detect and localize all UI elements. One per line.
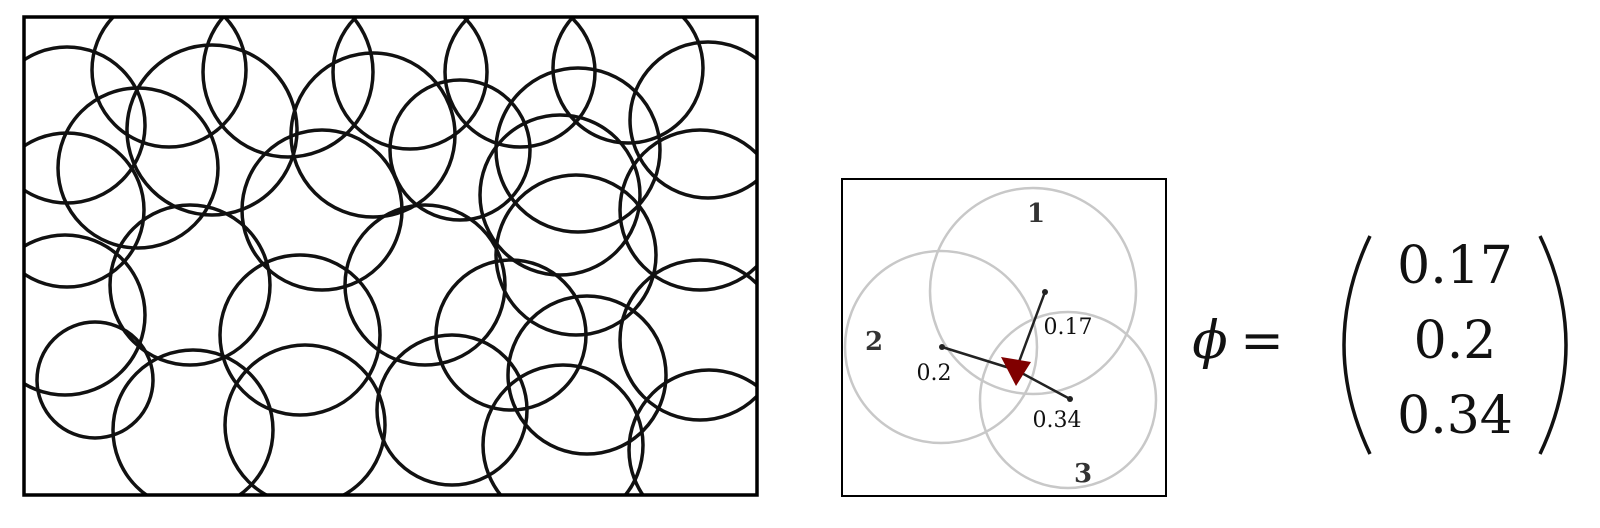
distance-label-2: 0.2 bbox=[917, 361, 952, 386]
distance-label-3: 0.34 bbox=[1033, 408, 1082, 433]
field-circle bbox=[375, 333, 529, 487]
field-circle bbox=[388, 78, 532, 222]
field-circle bbox=[551, 17, 705, 145]
distance-line-1 bbox=[1014, 291, 1047, 371]
field-circle bbox=[627, 368, 757, 495]
field-circle bbox=[343, 203, 507, 367]
vector-entry-1: 0.17 bbox=[1397, 236, 1513, 296]
field-circle bbox=[628, 40, 757, 200]
field-circle bbox=[481, 363, 645, 495]
distance-label-1: 0.17 bbox=[1044, 315, 1093, 340]
circle-field-panel bbox=[22, 15, 759, 497]
circle-center-2 bbox=[939, 344, 945, 350]
phi-symbol: ϕ bbox=[1192, 311, 1227, 371]
field-circle bbox=[218, 253, 382, 417]
zoom-panel: 1 2 3 0.17 0.2 0.34 bbox=[841, 178, 1167, 497]
field-circle bbox=[108, 203, 272, 367]
right-paren bbox=[1538, 235, 1568, 455]
field-circle bbox=[223, 343, 387, 495]
field-circle bbox=[125, 43, 299, 217]
field-circles bbox=[24, 17, 757, 495]
field-circle bbox=[494, 66, 662, 234]
equals-sign: = bbox=[1240, 311, 1284, 371]
field-circle bbox=[443, 17, 597, 149]
zoom-panel-border bbox=[841, 178, 1167, 497]
zoom-circle-2 bbox=[843, 249, 1039, 445]
circle-center-3 bbox=[1067, 396, 1073, 402]
circle-label-1: 1 bbox=[1027, 199, 1045, 229]
circle-center-1 bbox=[1042, 289, 1048, 295]
zoom-circle-1 bbox=[928, 186, 1138, 396]
agent-marker-icon bbox=[1001, 357, 1031, 386]
field-circle bbox=[494, 173, 658, 337]
vector-entry-2: 0.2 bbox=[1414, 311, 1497, 371]
field-circle bbox=[331, 17, 489, 151]
left-paren bbox=[1342, 235, 1372, 455]
feature-vector-equation: ϕ = 0.17 0.2 0.34 bbox=[1192, 235, 1568, 455]
distance-line-2 bbox=[941, 345, 1017, 372]
vector-entry-3: 0.34 bbox=[1397, 386, 1513, 446]
distance-line-3 bbox=[1015, 368, 1071, 401]
field-circle bbox=[618, 258, 757, 422]
field-circle bbox=[201, 17, 375, 159]
zoom-circle-3 bbox=[978, 310, 1158, 490]
field-circle bbox=[24, 233, 147, 397]
field-circle bbox=[90, 17, 248, 149]
field-circle bbox=[618, 128, 757, 292]
field-circle bbox=[478, 113, 642, 277]
field-circle bbox=[35, 320, 155, 440]
circle-label-3: 3 bbox=[1074, 459, 1092, 489]
field-circle bbox=[24, 131, 146, 289]
field-circle bbox=[111, 348, 275, 495]
circle-label-2: 2 bbox=[865, 327, 883, 357]
field-border bbox=[22, 15, 759, 497]
field-circle bbox=[506, 294, 668, 456]
